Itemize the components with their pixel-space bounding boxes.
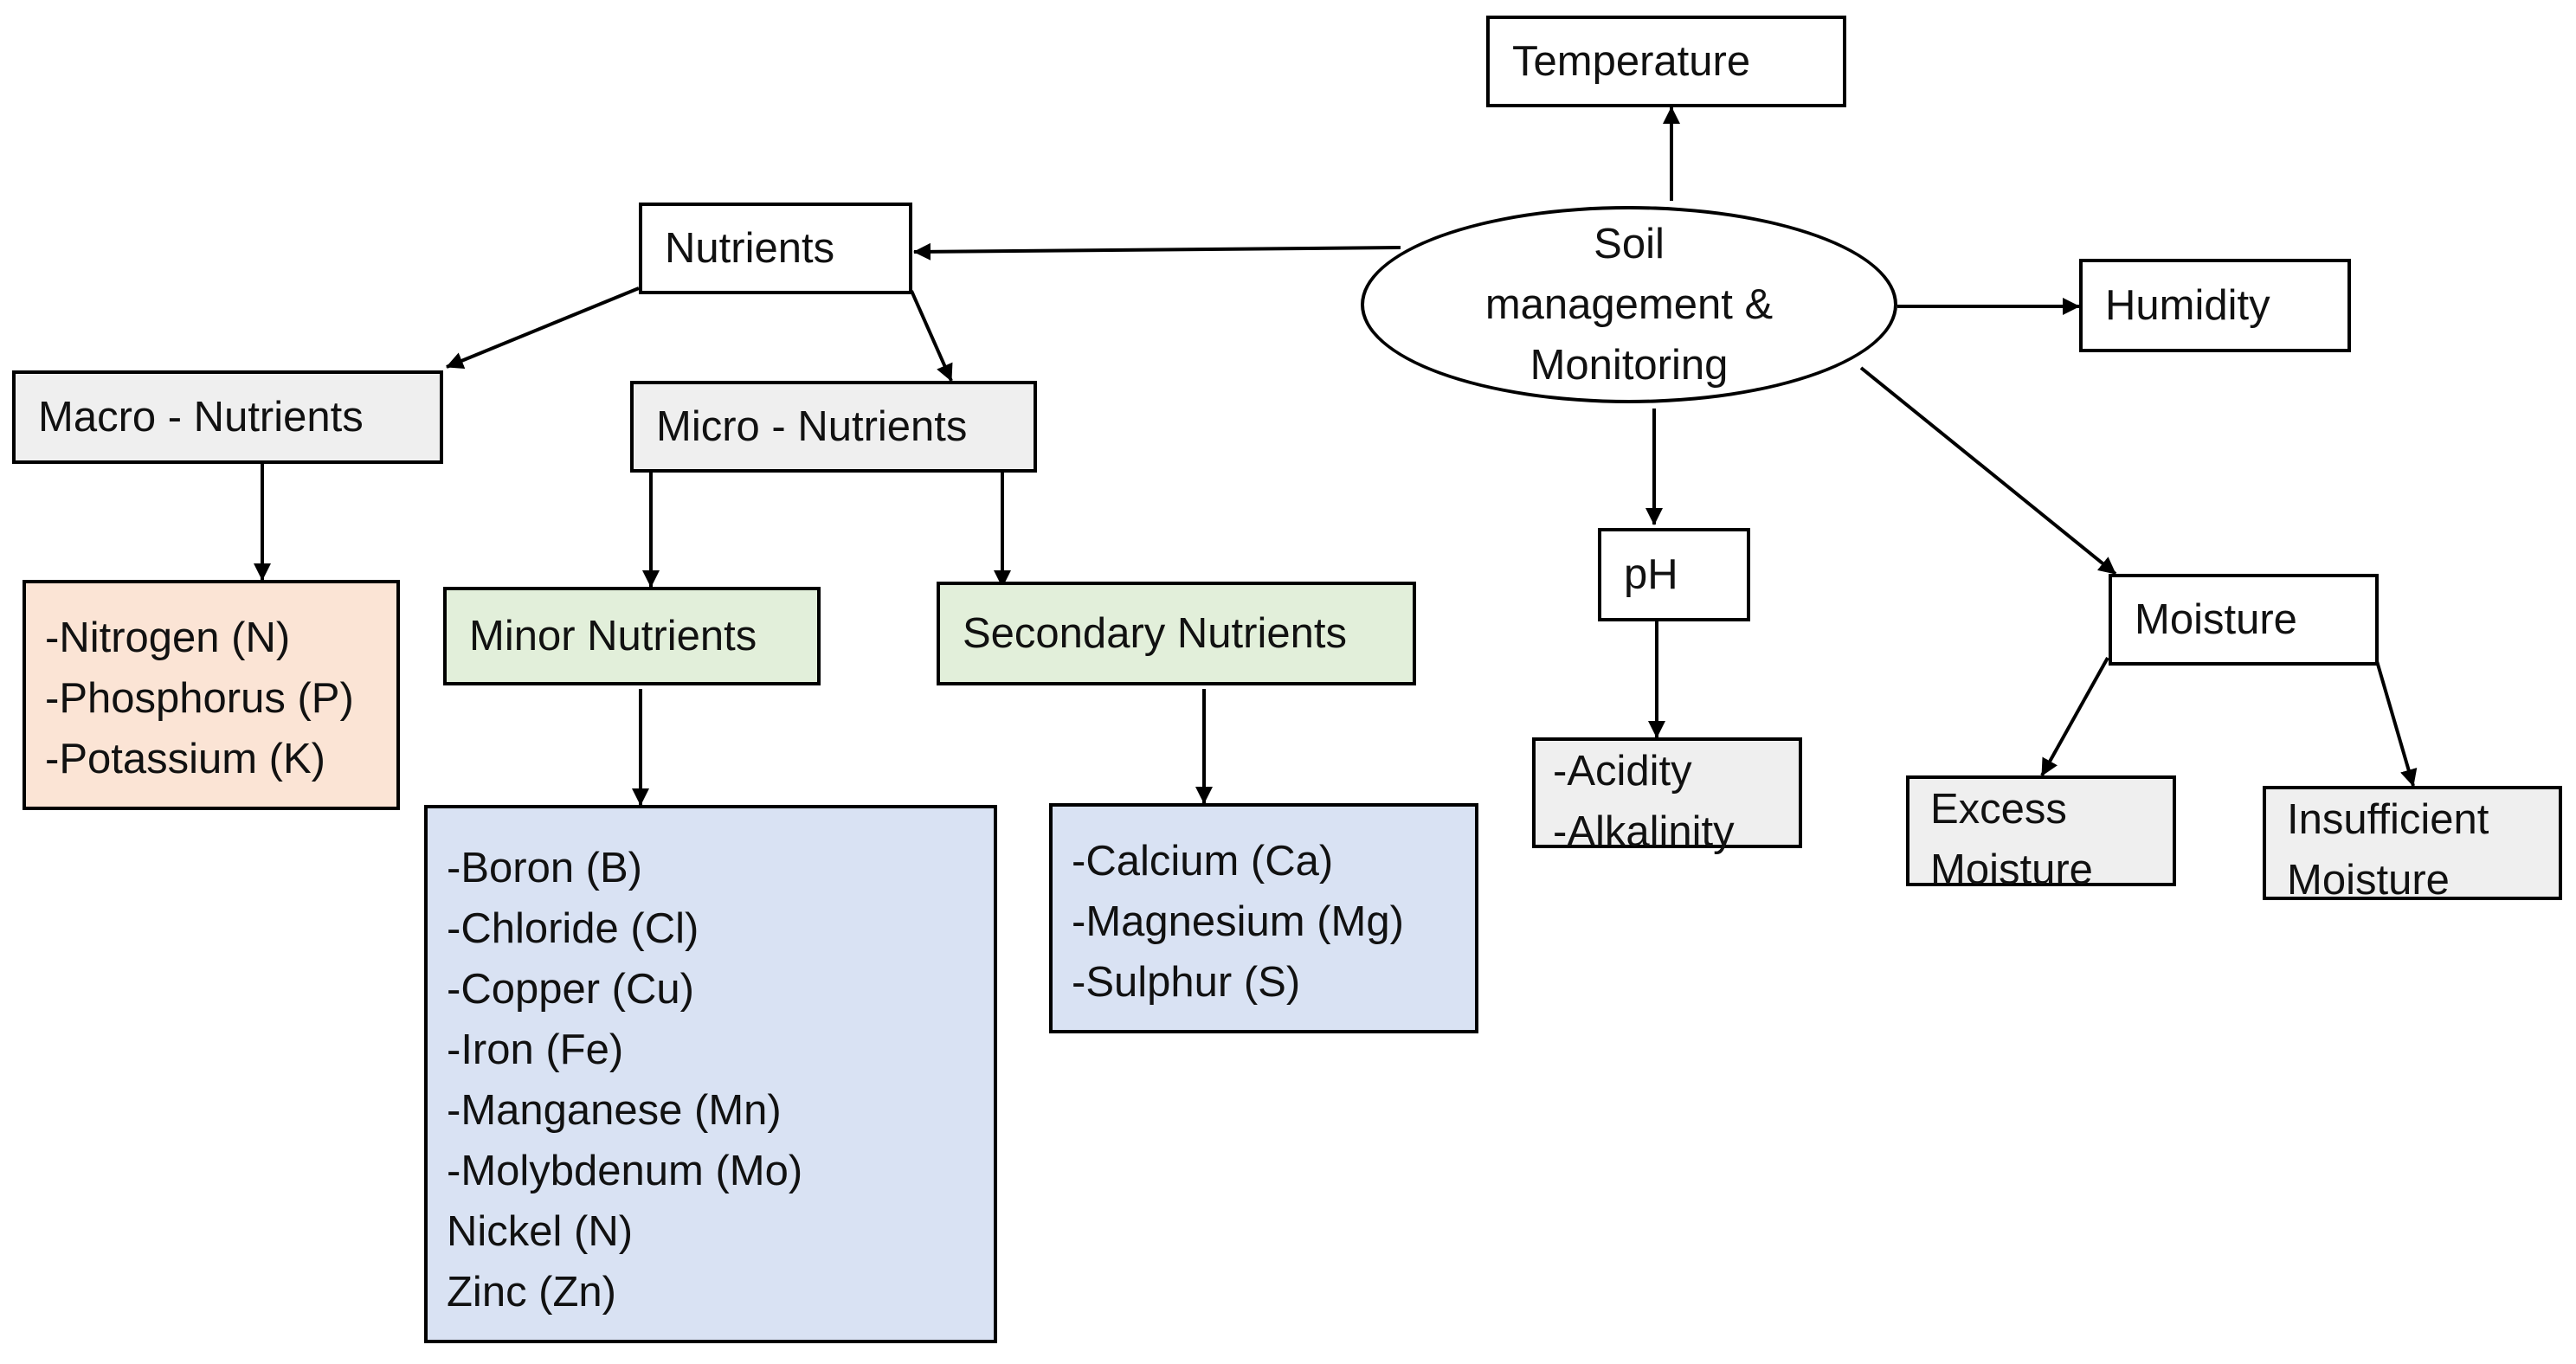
nutrients-label: Nutrients <box>665 225 835 272</box>
macro-item: -Phosphorus (P) <box>45 675 354 722</box>
secondary-item: -Calcium (Ca) <box>1072 838 1334 885</box>
nutrients-node: Nutrients <box>639 203 912 294</box>
minor-item: -Molybdenum (Mo) <box>447 1148 803 1194</box>
minor-nutrients-label: Minor Nutrients <box>469 613 757 659</box>
minor-item: Nickel (N) <box>447 1208 634 1255</box>
secondary-nutrients-label: Secondary Nutrients <box>963 610 1347 657</box>
ph-node: pH <box>1598 528 1750 621</box>
minor-item: -Chloride (Cl) <box>447 905 699 952</box>
ph-list: -Acidity -Alkalinity <box>1532 737 1802 855</box>
soil-management-line-1: Soil <box>1594 221 1665 267</box>
secondary-nutrients-node: Secondary Nutrients <box>937 582 1416 685</box>
soil-management-line-3: Monitoring <box>1530 342 1729 389</box>
minor-nutrients-list: -Boron (B) -Chloride (Cl) -Copper (Cu) -… <box>424 805 997 1343</box>
macro-nutrients-node: Macro - Nutrients <box>12 370 443 464</box>
soil-management-node: Soil management & Monitoring <box>1361 206 1897 403</box>
minor-item: -Manganese (Mn) <box>447 1087 782 1134</box>
ph-item: -Acidity <box>1553 748 1692 795</box>
insufficient-moisture-line: Moisture <box>2287 857 2450 904</box>
insufficient-moisture-line: Insufficient <box>2287 796 2489 843</box>
excess-moisture-line: Excess <box>1930 786 2067 833</box>
macro-nutrients-label: Macro - Nutrients <box>38 394 364 441</box>
macro-item: -Potassium (K) <box>45 736 326 782</box>
macro-item: -Nitrogen (N) <box>45 614 291 661</box>
micro-nutrients-node: Micro - Nutrients <box>630 381 1037 473</box>
humidity-node: Humidity <box>2079 259 2351 352</box>
secondary-item: -Magnesium (Mg) <box>1072 898 1404 945</box>
moisture-node: Moisture <box>2109 574 2379 666</box>
arrow-center-to-moisture <box>1859 366 2117 576</box>
excess-moisture-line: Moisture <box>1930 846 2093 893</box>
soil-management-line-2: management & <box>1484 281 1774 328</box>
arrow-center-to-nutrients <box>913 242 1401 261</box>
arrow-moisture-to-excess <box>2040 657 2109 776</box>
secondary-item: -Sulphur (S) <box>1072 959 1301 1006</box>
ph-label: pH <box>1624 551 1678 598</box>
minor-item: -Copper (Cu) <box>447 966 694 1013</box>
macro-nutrients-list: -Nitrogen (N) -Phosphorus (P) -Potassium… <box>23 580 400 810</box>
minor-item: Zinc (Zn) <box>447 1269 616 1316</box>
humidity-label: Humidity <box>2105 282 2270 329</box>
excess-moisture-node: Excess Moisture <box>1906 775 2176 893</box>
arrow-nutrients-to-micro <box>910 290 953 382</box>
temperature-node: Temperature <box>1486 16 1846 107</box>
ph-item: -Alkalinity <box>1553 808 1735 855</box>
moisture-label: Moisture <box>2135 596 2297 643</box>
temperature-label: Temperature <box>1512 38 1751 85</box>
minor-item: -Boron (B) <box>447 845 643 891</box>
secondary-nutrients-list: -Calcium (Ca) -Magnesium (Mg) -Sulphur (… <box>1049 803 1478 1033</box>
arrow-moisture-to-insufficient <box>2375 660 2418 787</box>
insufficient-moisture-node: Insufficient Moisture <box>2263 786 2562 904</box>
arrow-nutrients-to-macro <box>446 286 640 370</box>
minor-item: -Iron (Fe) <box>447 1026 624 1073</box>
minor-nutrients-node: Minor Nutrients <box>443 587 821 685</box>
micro-nutrients-label: Micro - Nutrients <box>656 403 968 450</box>
